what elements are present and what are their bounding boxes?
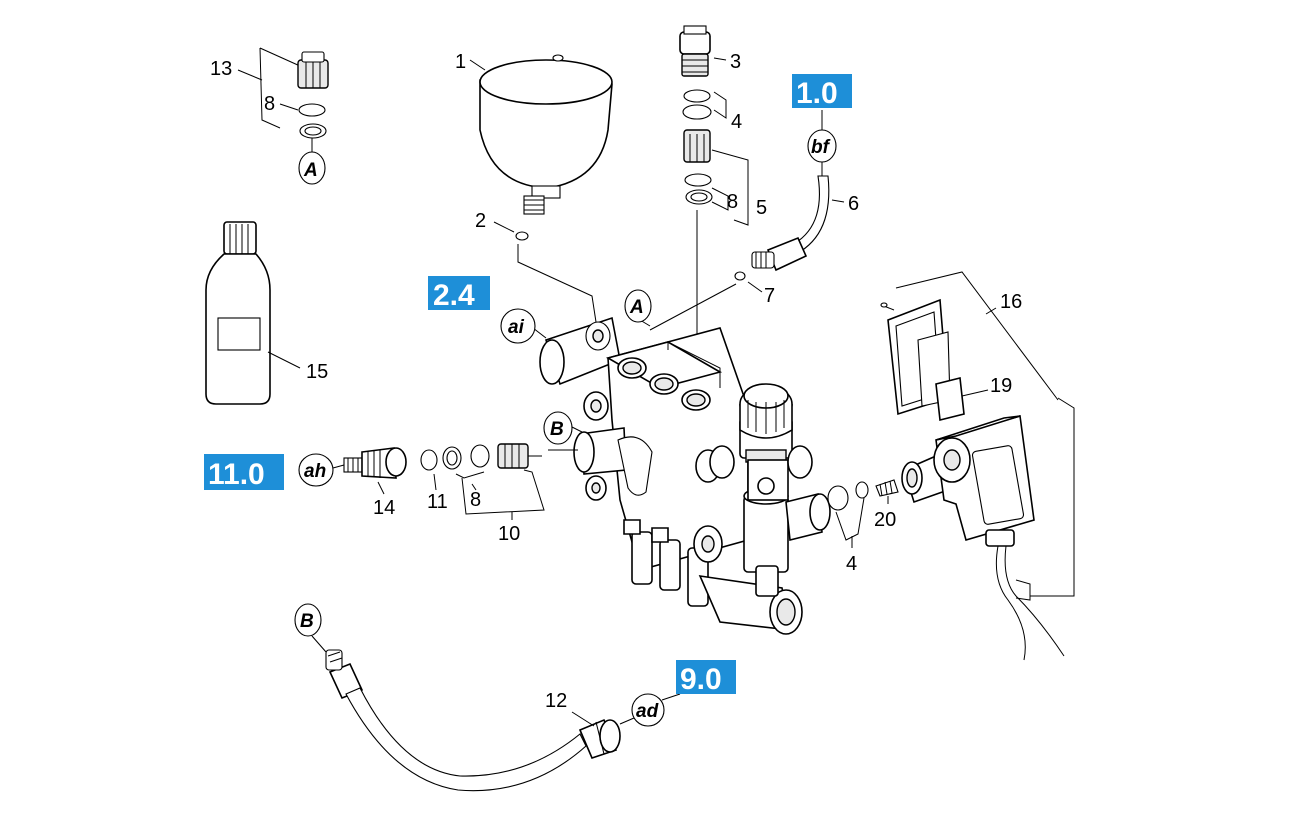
part-number-8: 8: [727, 191, 738, 213]
part-number-4: 4: [846, 553, 857, 575]
part-number-20: 20: [874, 509, 896, 531]
ref-circle-B-valve[interactable]: B: [543, 411, 573, 445]
connecting-hose: [311, 635, 681, 792]
part-number-10: 10: [498, 523, 520, 545]
inlet-fitting-group: [343, 443, 545, 520]
badge-11-0[interactable]: 11.0: [204, 454, 284, 491]
oil-bottle: [205, 221, 301, 405]
ref-circle-A-top[interactable]: A: [298, 151, 326, 185]
ref-circle-ai[interactable]: ai: [500, 308, 536, 344]
badge-text-2-4: 2.4: [433, 279, 475, 312]
ref-circle-ad[interactable]: ad: [631, 693, 665, 727]
ref-circle-ah[interactable]: ah: [298, 453, 334, 487]
part-number-5: 5: [756, 197, 767, 219]
high-pressure-hose-fitting: [734, 162, 845, 293]
part-number-11: 11: [427, 491, 448, 513]
part-number-4: 4: [731, 111, 742, 133]
part-number-8: 8: [264, 93, 275, 115]
ref-circle-A-valve[interactable]: A: [624, 289, 652, 323]
part-number-14: 14: [373, 497, 395, 519]
ref-text-ai: ai: [508, 317, 525, 338]
ref-text-ah: ah: [304, 461, 326, 482]
badge-9-0[interactable]: 9.0: [676, 660, 736, 696]
valve-block-body: [539, 316, 831, 635]
badge-text-9-0: 9.0: [680, 663, 722, 696]
pressure-accumulator: [469, 54, 613, 241]
part-number-6: 6: [848, 193, 859, 215]
ref-letter-A-valve: A: [629, 297, 644, 318]
part-number-16: 16: [1000, 291, 1022, 313]
ref-letter-B-valve: B: [550, 419, 564, 440]
ref-circle-bf[interactable]: bf: [807, 129, 837, 163]
part-number-7: 7: [764, 285, 775, 307]
pressure-switch-group: [827, 271, 1075, 661]
part-number-13: 13: [210, 58, 232, 80]
ref-text-ad: ad: [636, 701, 659, 722]
part-number-12: 12: [545, 690, 567, 712]
part-number-1: 1: [455, 51, 466, 73]
part-number-15: 15: [306, 361, 328, 383]
ref-letter-A: A: [303, 160, 318, 181]
ref-text-bf: bf: [811, 137, 831, 158]
badge-1-0[interactable]: 1.0: [792, 74, 852, 110]
badge-text-11-0: 11.0: [208, 458, 265, 491]
part-number-8: 8: [470, 489, 481, 511]
valve-stack: [679, 25, 749, 372]
filter-insert-group: [237, 47, 329, 152]
part-number-2: 2: [475, 210, 486, 232]
ref-letter-B-hose: B: [300, 611, 314, 632]
part-number-19: 19: [990, 375, 1012, 397]
ref-circle-B-hose[interactable]: B: [294, 603, 322, 637]
part-number-3: 3: [730, 51, 741, 73]
badge-text-1-0: 1.0: [796, 77, 838, 110]
badge-2-4[interactable]: 2.4: [428, 276, 490, 312]
